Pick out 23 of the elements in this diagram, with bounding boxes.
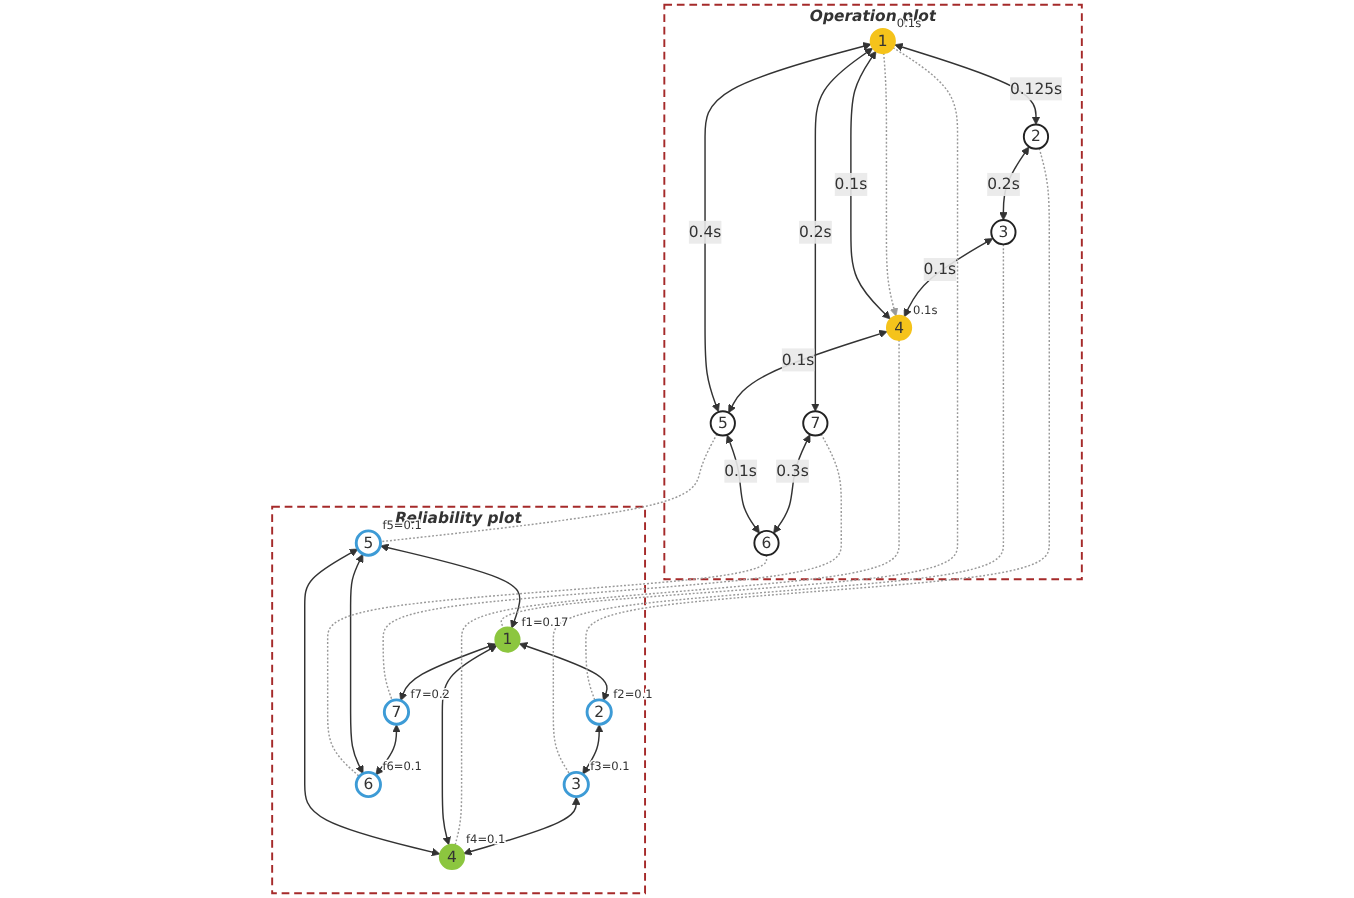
arrow	[850, 50, 891, 320]
arrow	[903, 238, 993, 318]
arrow	[773, 434, 811, 534]
arrow	[304, 548, 441, 857]
arrow	[349, 553, 364, 774]
arrow	[704, 42, 872, 412]
connector	[382, 433, 842, 702]
arrow	[518, 642, 611, 702]
connector	[552, 243, 1005, 775]
arrow	[399, 642, 497, 702]
arrow	[380, 543, 521, 629]
arrow	[728, 329, 888, 414]
arrow	[725, 434, 760, 534]
arrow	[883, 52, 899, 317]
arrow	[441, 645, 498, 846]
connector	[454, 339, 900, 846]
arrow	[375, 724, 401, 776]
connector	[500, 46, 959, 629]
connector	[326, 554, 768, 778]
arrow	[582, 724, 604, 775]
arrow	[811, 47, 873, 412]
arrow	[463, 796, 581, 856]
connector	[379, 433, 718, 543]
